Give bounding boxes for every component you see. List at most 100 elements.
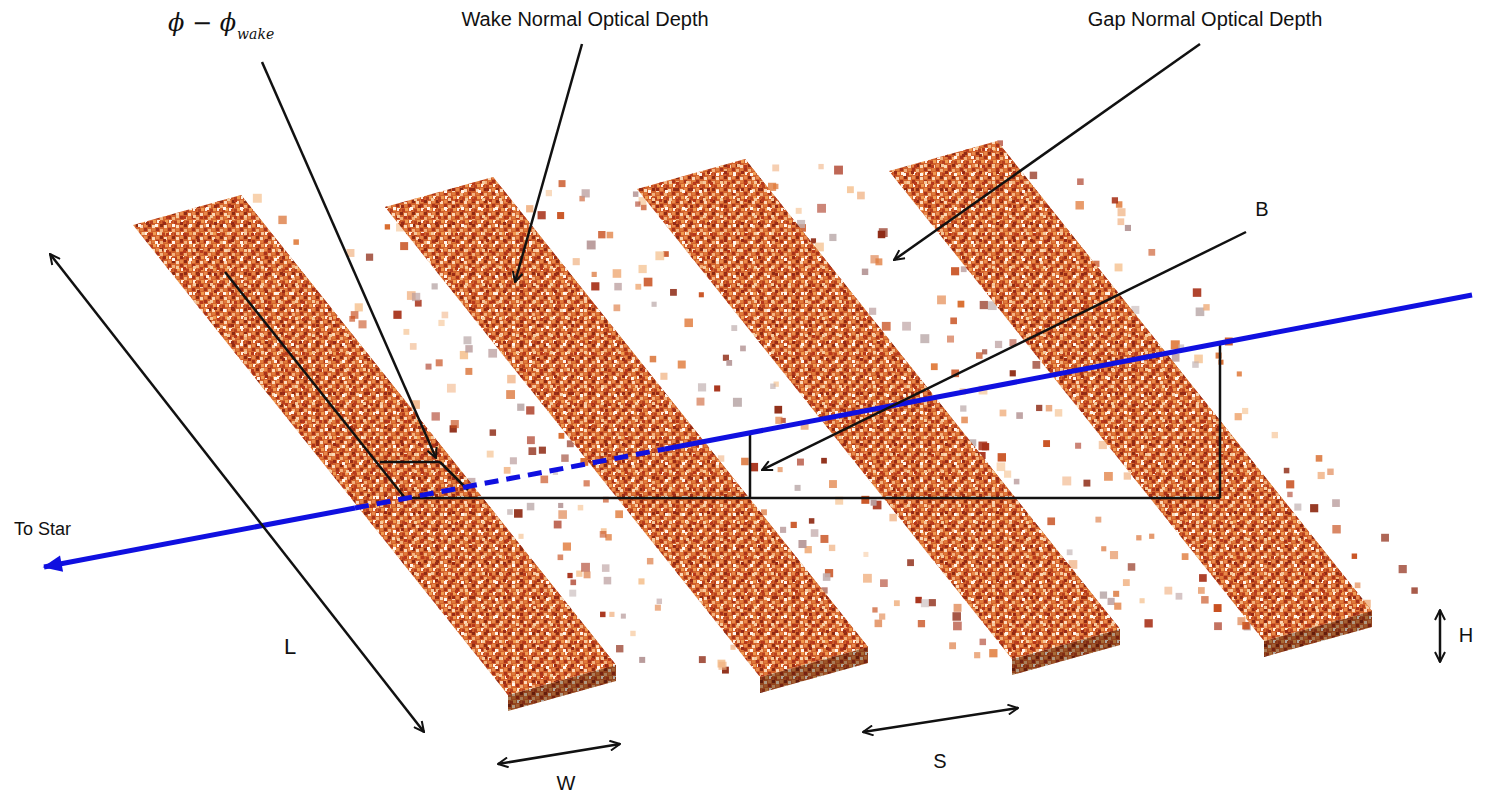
ring-particle xyxy=(875,620,883,628)
ring-particle xyxy=(1140,598,1145,603)
ring-particle xyxy=(1010,370,1016,376)
ring-particle xyxy=(464,336,472,344)
ring-particle xyxy=(510,457,517,464)
ring-particle xyxy=(862,269,868,275)
ring-particle xyxy=(432,412,440,420)
ring-particle xyxy=(567,573,572,578)
ring-particle xyxy=(451,420,459,428)
spacing-arrow xyxy=(863,708,1018,732)
ring-particle xyxy=(889,514,897,522)
ring-particle xyxy=(791,522,797,528)
ring-particle xyxy=(1284,468,1290,474)
ring-particle xyxy=(278,216,286,224)
ring-particle xyxy=(1196,307,1205,316)
ring-particle xyxy=(1124,472,1131,479)
ring-particle xyxy=(638,578,644,584)
ring-particle xyxy=(604,577,612,585)
ring-particle xyxy=(995,341,1002,348)
wake-bars xyxy=(133,141,1372,711)
ring-particle xyxy=(1316,455,1323,462)
ring-particle xyxy=(847,186,854,193)
ring-particle xyxy=(1172,354,1180,362)
ring-particle xyxy=(795,485,801,491)
ring-particle xyxy=(1095,517,1101,523)
ring-particle xyxy=(872,607,877,612)
ring-particle xyxy=(1004,471,1011,478)
ring-particle xyxy=(385,224,390,229)
ring-particle xyxy=(733,398,742,407)
ring-particle xyxy=(614,283,622,291)
ring-particle xyxy=(953,622,962,631)
ring-particle xyxy=(961,417,968,424)
ring-particle xyxy=(465,368,472,375)
ring-particle xyxy=(506,390,515,399)
ring-particle xyxy=(1062,476,1071,485)
ring-particle xyxy=(514,509,523,518)
ring-particle xyxy=(403,329,409,335)
ring-particle xyxy=(731,325,737,331)
ring-particle xyxy=(293,239,298,244)
ring-particle xyxy=(998,453,1006,461)
ring-particle xyxy=(989,649,997,657)
ring-particle xyxy=(698,383,706,391)
ring-particle xyxy=(584,480,590,486)
ring-particle xyxy=(527,503,535,511)
ring-particle xyxy=(697,398,705,406)
ring-particle xyxy=(829,234,836,241)
ring-particle xyxy=(657,599,662,604)
ring-particle xyxy=(432,283,438,289)
ring-particle xyxy=(951,267,959,275)
ring-particle xyxy=(684,319,693,328)
dimension-label: W xyxy=(557,772,576,795)
ring-particle xyxy=(591,282,599,290)
ring-particle xyxy=(929,599,936,606)
ring-particle xyxy=(412,293,420,301)
ring-particle xyxy=(1128,563,1136,571)
leader-line xyxy=(894,44,1200,260)
wake-axis xyxy=(225,272,405,498)
ring-particle xyxy=(582,189,590,197)
ring-particle xyxy=(741,458,749,466)
ring-particle xyxy=(447,384,456,393)
ring-particle xyxy=(639,657,645,663)
ring-particle xyxy=(539,447,546,454)
leader-line xyxy=(762,232,1246,470)
ring-particle xyxy=(1043,440,1050,447)
ring-particle xyxy=(1176,593,1183,600)
ring-particle xyxy=(1067,549,1073,555)
ring-particle xyxy=(1237,371,1242,376)
ring-particle xyxy=(630,631,635,636)
ring-particle xyxy=(400,242,408,250)
height-line xyxy=(1219,343,1222,498)
ring-particle xyxy=(947,336,954,343)
ring-particle xyxy=(1399,565,1407,573)
ring-particle xyxy=(358,320,366,328)
ring-particle xyxy=(678,361,686,369)
ring-particle xyxy=(559,433,565,439)
length-arrow xyxy=(50,254,424,732)
angle-mark xyxy=(380,461,440,464)
ring-particle xyxy=(949,642,956,649)
ring-particle xyxy=(1115,264,1123,272)
ring-particle xyxy=(488,349,497,358)
ring-particle xyxy=(1125,225,1131,231)
ring-particle xyxy=(1192,361,1198,367)
ring-particle xyxy=(584,571,591,578)
ring-particle xyxy=(546,190,552,196)
ring-particle xyxy=(1198,587,1205,594)
ring-particle xyxy=(921,599,929,607)
ring-particle xyxy=(775,417,782,424)
leader-line xyxy=(515,44,582,282)
ring-particle xyxy=(558,510,567,519)
ring-particle xyxy=(647,558,653,564)
ring-particle xyxy=(997,462,1006,471)
ring-particle xyxy=(490,429,496,435)
ring-particle xyxy=(879,228,888,237)
ring-particle xyxy=(961,266,967,272)
ring-particle xyxy=(1310,504,1318,512)
ring-particle xyxy=(527,436,535,444)
ring-particle xyxy=(974,652,980,658)
ring-particle xyxy=(950,317,957,324)
ring-particle xyxy=(1055,409,1062,416)
